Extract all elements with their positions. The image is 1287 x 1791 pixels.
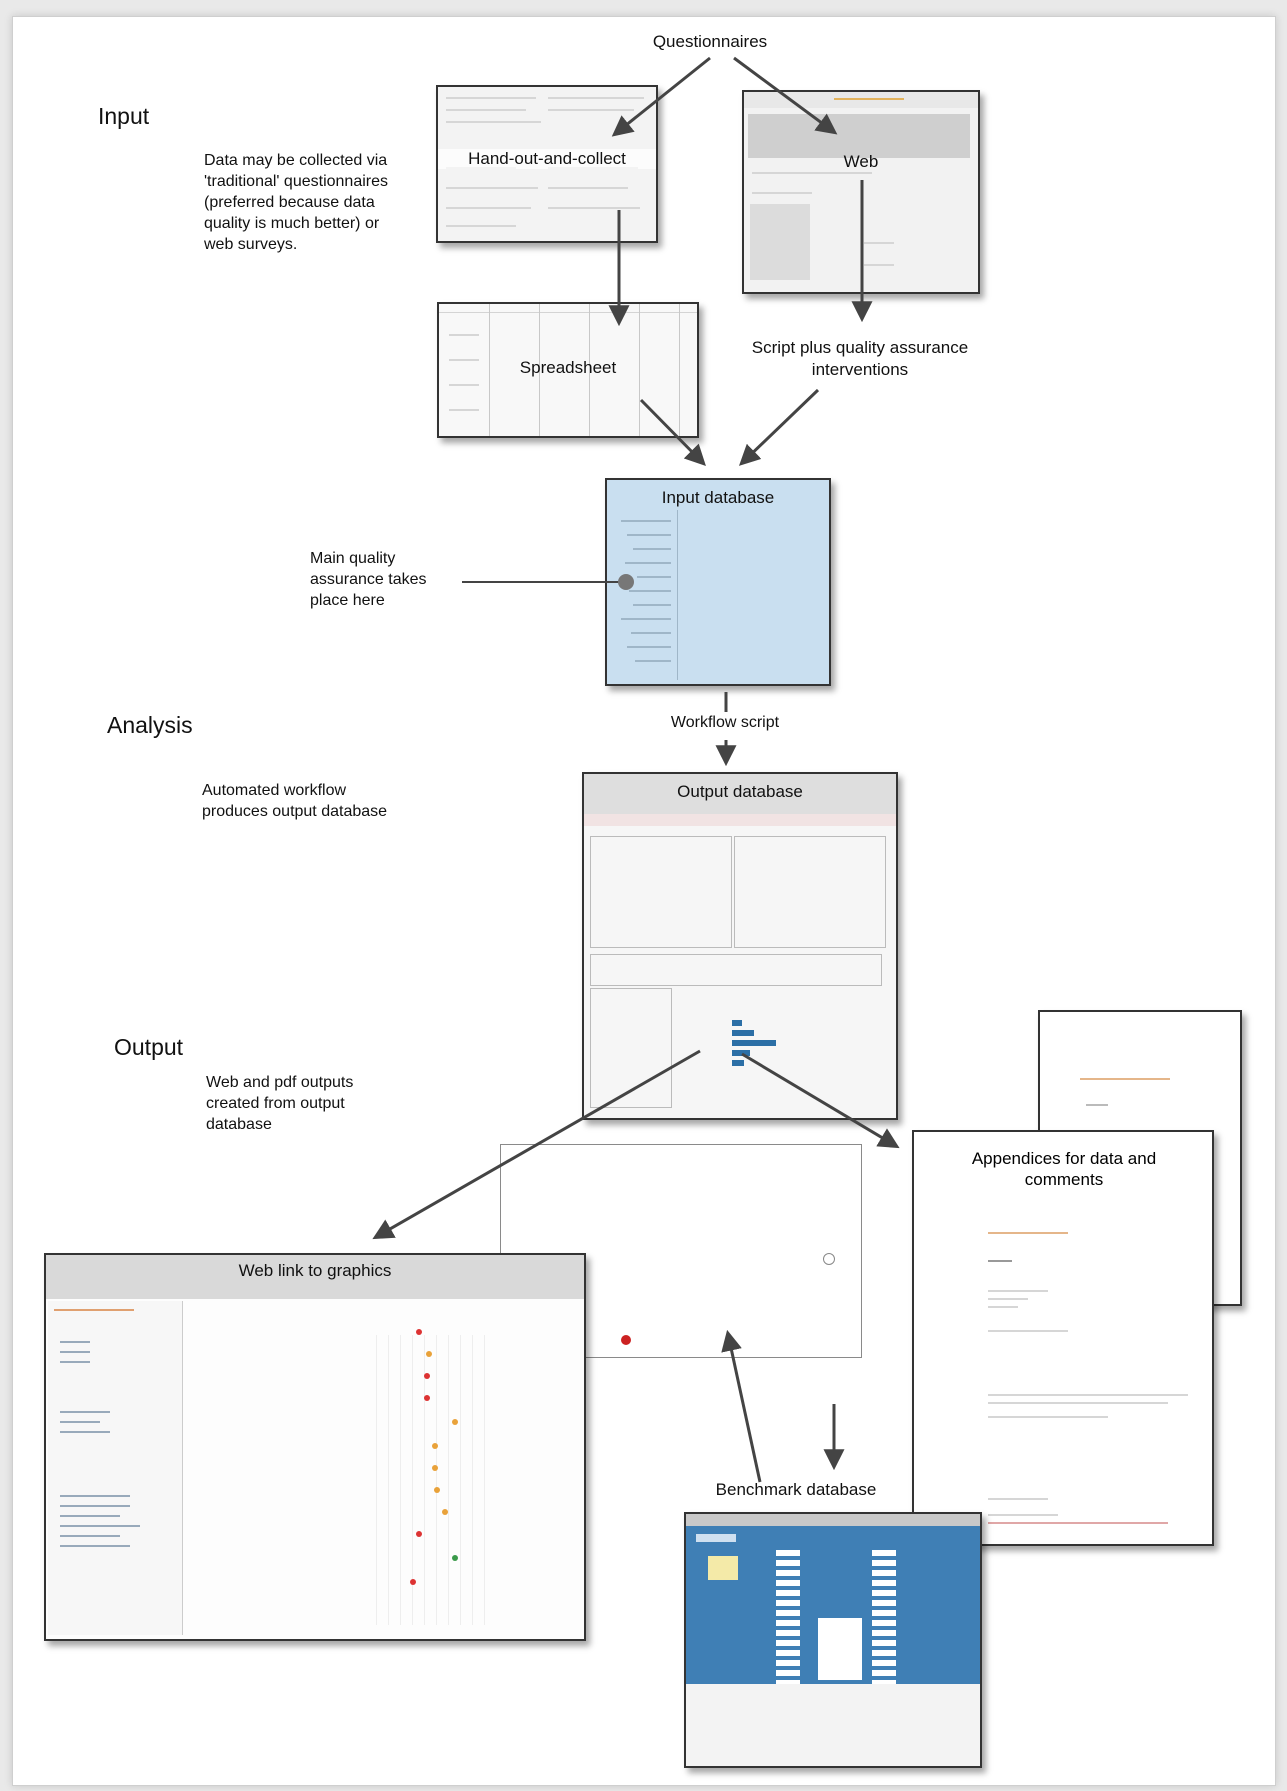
qa-note: Main quality assurance takes place here (310, 550, 427, 609)
handout-thumbnail: Hand-out-and-collect (436, 85, 658, 243)
section-analysis: Analysis (107, 712, 193, 738)
section-input: Input (98, 103, 150, 129)
spreadsheet-caption: Spreadsheet (519, 358, 617, 377)
web-survey-thumbnail: Web (742, 90, 980, 294)
input-db-caption: Input database (661, 488, 775, 507)
input-note: Data may be collected via 'traditional' … (204, 152, 388, 253)
appendix-front-page: Appendices for data and comments (912, 1130, 1214, 1546)
output-db-caption: Output database (677, 782, 803, 801)
web-link-caption: Web link to graphics (238, 1261, 392, 1280)
questionnaires-label: Questionnaires (652, 32, 768, 51)
benchmark-database-thumbnail (684, 1512, 982, 1768)
output-database-thumbnail: Output database (582, 772, 898, 1120)
workflow-script-label: Workflow script (670, 714, 780, 731)
analysis-note: Automated workflow produces output datab… (202, 782, 388, 820)
web-caption: Web (843, 152, 879, 171)
output-note: Web and pdf outputs created from output … (206, 1074, 354, 1133)
input-database-thumbnail: Input database (605, 478, 831, 686)
web-graphics-thumbnail: Web link to graphics (44, 1253, 586, 1641)
spreadsheet-thumbnail: Spreadsheet (437, 302, 699, 438)
handout-caption: Hand-out-and-collect (438, 149, 656, 169)
appendices-caption: Appendices for data and comments (971, 1149, 1157, 1189)
script-qa-label: Script plus quality assurance interventi… (751, 338, 969, 379)
section-output: Output (114, 1034, 184, 1060)
benchmark-label: Benchmark database (715, 1480, 877, 1499)
